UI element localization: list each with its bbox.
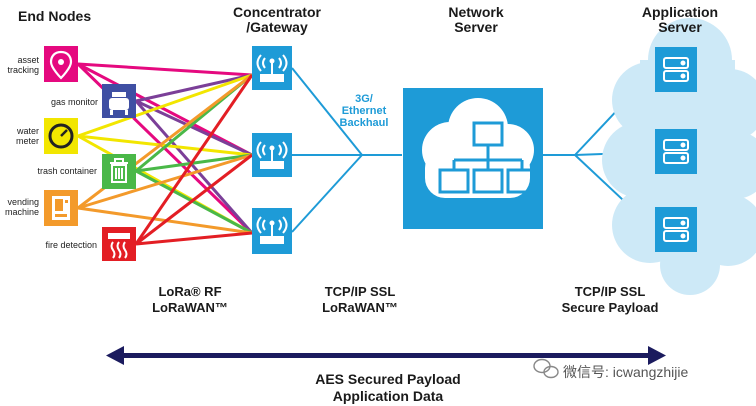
link-line xyxy=(135,73,253,103)
concentrator-title: Concentrator /Gateway xyxy=(233,4,321,35)
network-server-title: Network Server xyxy=(448,4,504,35)
smoke-detector-icon xyxy=(108,233,130,259)
link-line xyxy=(134,74,254,245)
aes-double-arrow xyxy=(106,346,666,365)
end-node-label: trash container xyxy=(37,166,97,176)
server-icon xyxy=(663,57,689,82)
end-node-asset-tracking xyxy=(44,46,78,82)
link-line xyxy=(77,153,253,210)
gauge-icon xyxy=(48,123,74,149)
backhaul-label: 3G/ Ethernet Backhaul xyxy=(339,93,389,129)
wireless-router-icon xyxy=(256,141,288,169)
end-node-label: fire detection xyxy=(45,240,97,250)
wireless-router-icon xyxy=(256,216,288,244)
link-line xyxy=(135,169,253,235)
gateway-2 xyxy=(252,133,292,177)
link-line xyxy=(135,153,253,173)
end-node-label: gas monitor xyxy=(50,97,98,107)
app-server-1 xyxy=(655,47,697,92)
link-line xyxy=(77,62,253,77)
end-node-trash-container xyxy=(102,154,136,189)
vending-machine-icon xyxy=(52,196,70,220)
end-node-water-meter xyxy=(44,118,78,154)
end-node-vending-machine xyxy=(44,190,78,226)
gateway-1 xyxy=(252,46,292,90)
end-node-label: asset tracking xyxy=(7,55,39,75)
server-icon xyxy=(663,139,689,164)
location-pin-icon xyxy=(49,50,73,80)
network-server xyxy=(403,88,543,229)
tcp-secure-label: TCP/IP SSL Secure Payload xyxy=(561,284,659,315)
link-line xyxy=(135,231,253,246)
link-line xyxy=(77,62,253,157)
link-line xyxy=(134,100,254,234)
end-node-gas-monitor xyxy=(102,84,136,118)
watermark-text: 微信号: icwangzhijie xyxy=(563,364,689,380)
link-line xyxy=(77,73,253,138)
gas-meter-icon xyxy=(109,92,129,115)
gateway-backhaul-links xyxy=(291,67,402,233)
application-server-title: Application Server xyxy=(641,4,719,35)
tcp-lorawan-label: TCP/IP SSL LoRaWAN™ xyxy=(322,284,398,315)
end-node-label: vending machine xyxy=(4,197,39,217)
aes-label: AES Secured Payload Application Data xyxy=(315,371,461,404)
lora-protocol-label: LoRa® RF LoRaWAN™ xyxy=(152,284,228,315)
link-line xyxy=(135,153,253,246)
node-to-gateway-links xyxy=(76,62,254,246)
cloud-network-icon xyxy=(422,98,538,198)
app-server-2 xyxy=(655,129,697,174)
server-icon xyxy=(663,217,689,242)
gateway-3 xyxy=(252,208,292,254)
end-nodes-title: End Nodes xyxy=(18,8,92,24)
wechat-icon xyxy=(533,358,559,379)
app-server-3 xyxy=(655,207,697,252)
wireless-router-icon xyxy=(256,54,288,82)
trash-can-icon xyxy=(110,158,128,183)
end-node-label: water meter xyxy=(15,126,39,146)
end-node-fire-detection xyxy=(102,227,136,261)
